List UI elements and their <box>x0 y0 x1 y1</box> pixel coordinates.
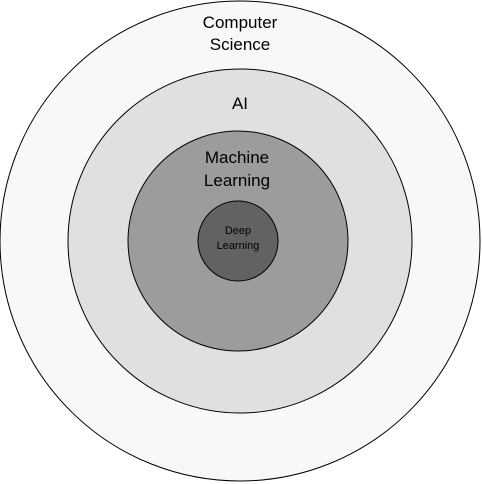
deep-learning-label: Deep Learning <box>217 225 260 252</box>
computer-science-label-line-2: Science <box>210 35 270 54</box>
machine-learning-label-line-1: Machine <box>205 148 269 167</box>
machine-learning-label-line-2: Learning <box>204 171 270 190</box>
computer-science-label: Computer Science <box>203 13 278 54</box>
ai-label: AI <box>232 94 248 113</box>
deep-learning-label-line-2: Learning <box>217 240 260 252</box>
computer-science-label-line-1: Computer <box>203 13 278 32</box>
machine-learning-label: Machine Learning <box>204 148 270 190</box>
deep-learning-circle <box>197 200 279 282</box>
deep-learning-label-line-1: Deep <box>225 225 251 237</box>
ai-label-line-1: AI <box>232 94 248 113</box>
